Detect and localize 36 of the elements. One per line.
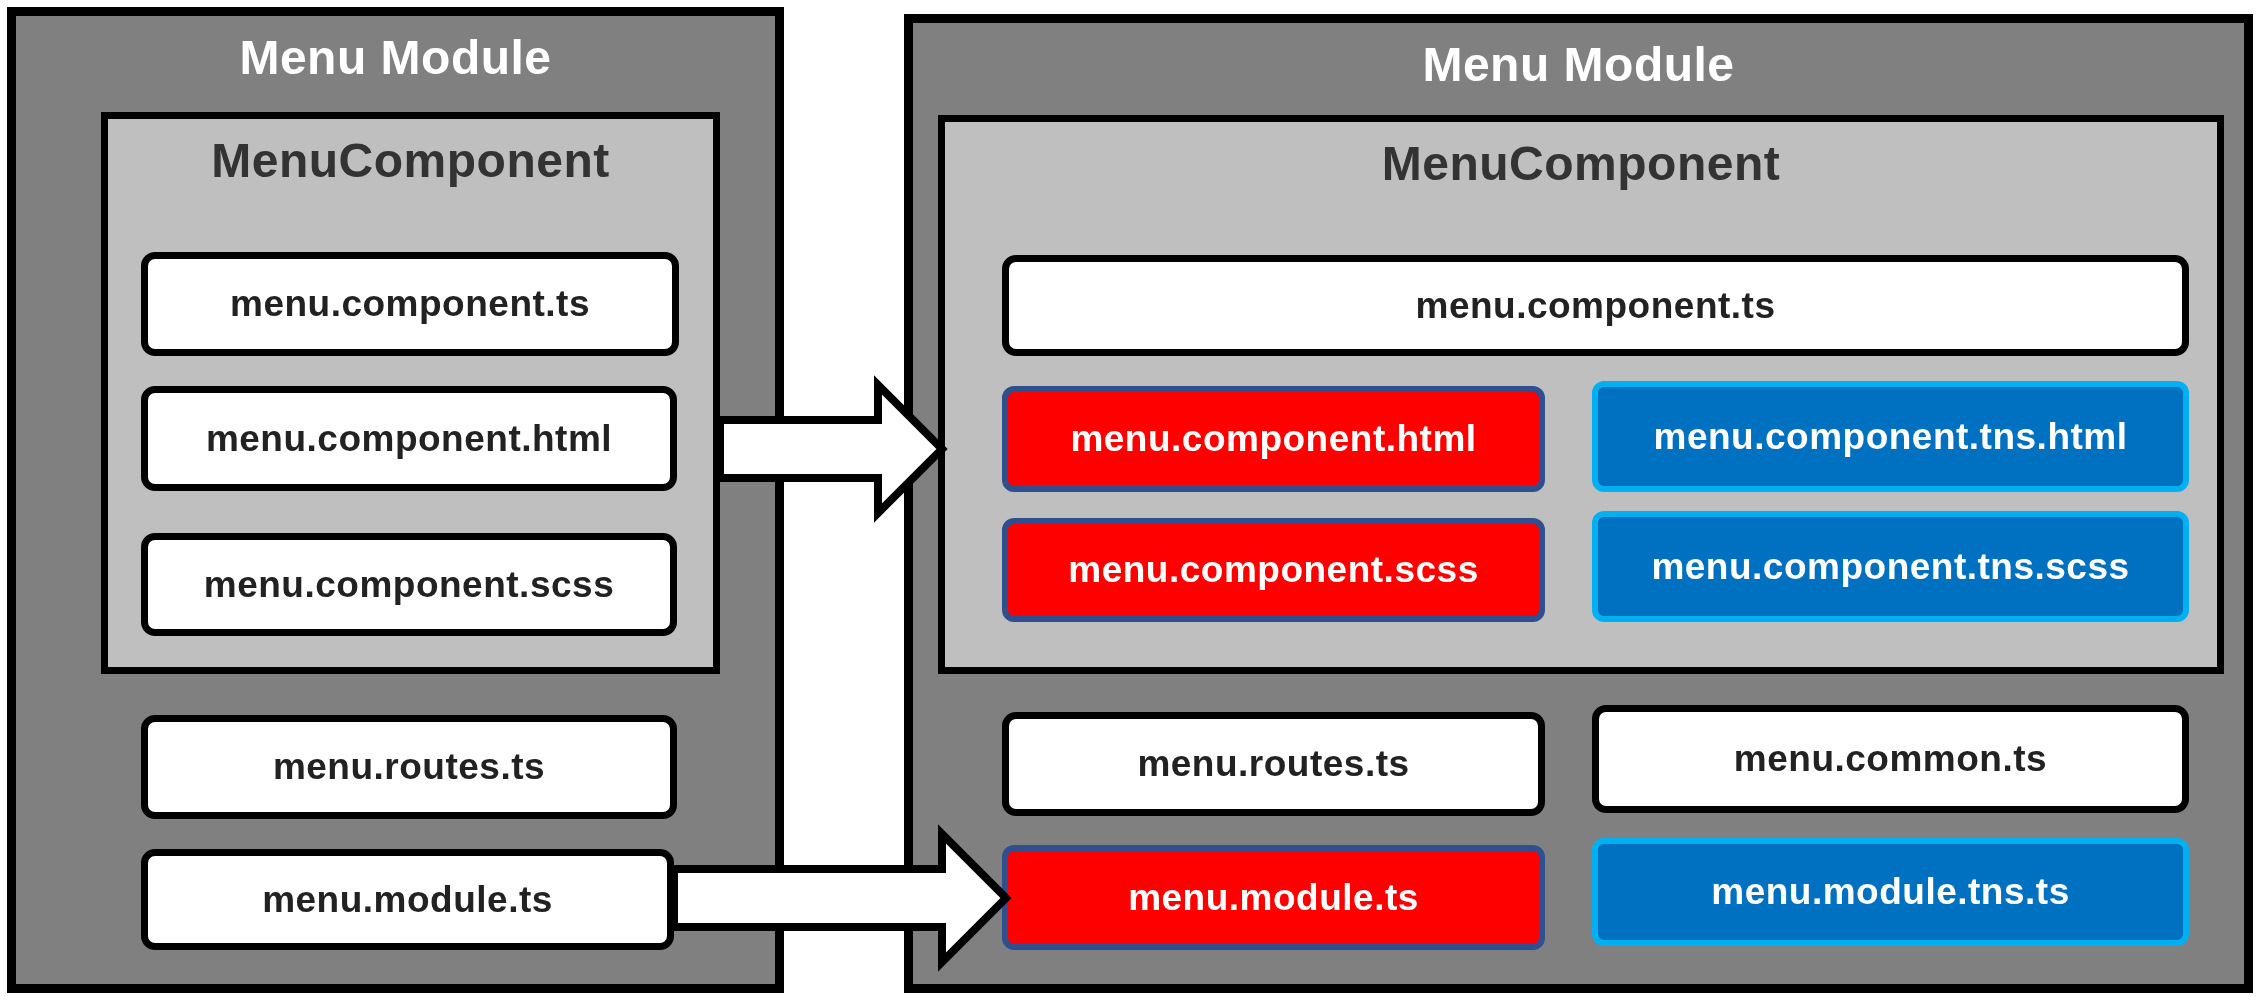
component-panel: [101, 112, 720, 674]
file-name: menu.routes.ts: [1137, 743, 1410, 785]
file-name: menu.module.ts: [1128, 876, 1419, 919]
file-box: [141, 386, 677, 491]
panel-title: MenuComponent: [211, 133, 610, 188]
file-name: menu.component.scss: [203, 563, 615, 606]
file-name: menu.component.ts: [1415, 284, 1776, 327]
file-name: menu.component.scss: [1068, 549, 1479, 591]
file-name: menu.component.html: [1070, 418, 1477, 460]
file-box: [1002, 518, 1545, 622]
file-box: [141, 849, 674, 950]
file-box: [1592, 838, 2189, 946]
file-box: [1592, 705, 2189, 813]
file-box: [141, 252, 679, 356]
file-name: menu.component.tns.html: [1653, 415, 2128, 458]
file-box: [1002, 386, 1545, 492]
file-name: menu.module.tns.ts: [1711, 871, 2070, 913]
panel-title: Menu Module: [239, 30, 552, 85]
file-name: menu.module.ts: [262, 878, 553, 921]
module-panel: [7, 7, 784, 993]
module-panel: [904, 14, 2253, 993]
file-name: menu.routes.ts: [272, 746, 546, 788]
file-box: [141, 715, 677, 819]
file-box: [1592, 511, 2189, 622]
file-name: menu.component.tns.scss: [1651, 545, 2130, 588]
file-box: [1002, 255, 2189, 356]
panel-title: MenuComponent: [1381, 136, 1781, 191]
file-box: [1002, 712, 1545, 816]
file-name: menu.component.ts: [230, 283, 590, 325]
file-box: [1002, 845, 1545, 950]
panel-title: Menu Module: [1422, 37, 1735, 92]
file-box: [141, 533, 677, 636]
component-panel: [938, 115, 2224, 674]
file-name: menu.common.ts: [1733, 738, 2048, 780]
file-name: menu.component.html: [205, 417, 613, 460]
file-box: [1592, 381, 2189, 492]
